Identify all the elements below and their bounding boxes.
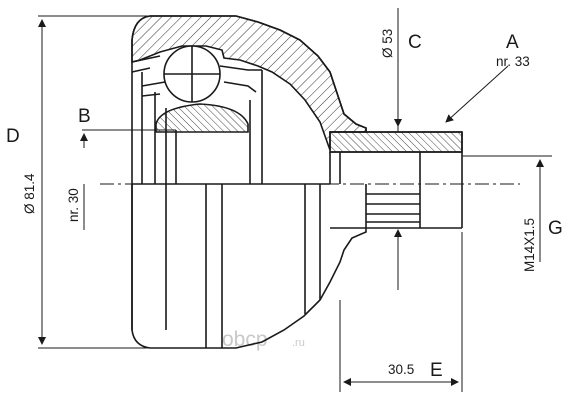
dimension-e bbox=[339, 232, 463, 392]
dimension-b bbox=[80, 129, 176, 230]
inner-race bbox=[155, 103, 249, 133]
output-stem bbox=[329, 131, 463, 229]
label-d: D bbox=[6, 126, 20, 147]
label-e: E bbox=[430, 360, 443, 381]
outer-housing bbox=[131, 15, 367, 349]
label-b: B bbox=[78, 106, 91, 127]
watermark-domain: .ru bbox=[292, 337, 305, 349]
dimension-g bbox=[462, 155, 552, 262]
dimension-d-value: Ø 81.4 bbox=[22, 173, 37, 214]
label-g: G bbox=[548, 218, 563, 239]
dimension-a bbox=[445, 65, 509, 123]
housing-lower-outline bbox=[131, 184, 367, 349]
dimension-g-value: M14X1.5 bbox=[522, 218, 537, 272]
dimension-c-value: Ø 53 bbox=[380, 29, 395, 58]
stem-hatched bbox=[329, 131, 463, 153]
dimension-b-value: nr. 30 bbox=[66, 188, 81, 222]
watermark: obcp .ru bbox=[222, 328, 305, 351]
housing-outline bbox=[131, 15, 367, 132]
dimension-d bbox=[38, 15, 150, 349]
watermark-brand: obcp bbox=[222, 328, 268, 351]
dimension-e-value: 30.5 bbox=[388, 362, 414, 377]
label-c: C bbox=[408, 32, 422, 53]
label-a: A bbox=[506, 32, 519, 53]
dimension-a-value: nr. 33 bbox=[496, 54, 530, 69]
